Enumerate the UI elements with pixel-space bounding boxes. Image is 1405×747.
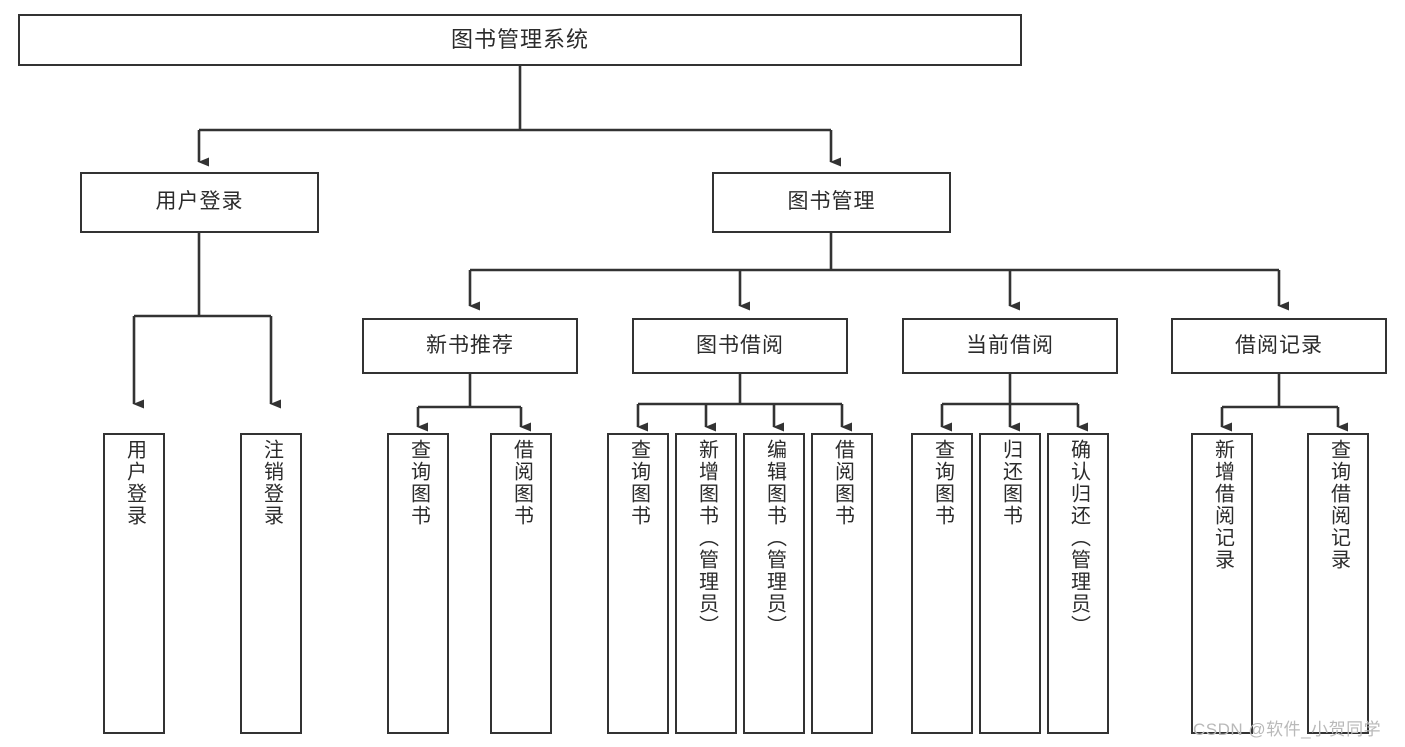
node-leaf-current-confirm-return[interactable]: 确认归还（管理员） bbox=[1047, 433, 1109, 734]
node-leaf-new-book-query[interactable]: 查询图书 bbox=[387, 433, 449, 734]
node-leaf-record-query[interactable]: 查询借阅记录 bbox=[1307, 433, 1369, 734]
node-book-borrow[interactable]: 图书借阅 bbox=[632, 318, 848, 374]
node-current-borrow-label: 当前借阅 bbox=[966, 333, 1054, 357]
node-root-system[interactable]: 图书管理系统 bbox=[18, 14, 1022, 66]
node-leaf-new-book-query-label: 查询图书 bbox=[407, 439, 430, 527]
csdn-watermark: CSDN @软件_小贺同学 bbox=[1193, 720, 1382, 739]
node-leaf-current-return-book[interactable]: 归还图书 bbox=[979, 433, 1041, 734]
node-leaf-borrow-edit-book-label: 编辑图书（管理员） bbox=[763, 439, 786, 637]
node-leaf-borrow-add-book-label: 新增图书（管理员） bbox=[695, 439, 718, 637]
node-leaf-user-login-login[interactable]: 用户登录 bbox=[103, 433, 165, 734]
node-current-borrow[interactable]: 当前借阅 bbox=[902, 318, 1118, 374]
node-new-book-recommend[interactable]: 新书推荐 bbox=[362, 318, 578, 374]
node-leaf-borrow-edit-book[interactable]: 编辑图书（管理员） bbox=[743, 433, 805, 734]
node-leaf-new-book-borrow[interactable]: 借阅图书 bbox=[490, 433, 552, 734]
node-book-borrow-label: 图书借阅 bbox=[696, 333, 784, 357]
node-leaf-record-add-label: 新增借阅记录 bbox=[1211, 439, 1234, 571]
node-borrow-record[interactable]: 借阅记录 bbox=[1171, 318, 1387, 374]
node-user-login[interactable]: 用户登录 bbox=[80, 172, 319, 233]
node-leaf-record-add[interactable]: 新增借阅记录 bbox=[1191, 433, 1253, 734]
node-root-system-label: 图书管理系统 bbox=[450, 27, 589, 53]
node-leaf-user-login-logout[interactable]: 注销登录 bbox=[240, 433, 302, 734]
node-leaf-current-confirm-return-label: 确认归还（管理员） bbox=[1067, 439, 1090, 637]
node-leaf-borrow-borrow-book-label: 借阅图书 bbox=[831, 439, 854, 527]
node-leaf-user-login-logout-label: 注销登录 bbox=[260, 439, 283, 527]
node-new-book-recommend-label: 新书推荐 bbox=[426, 333, 514, 357]
node-book-management-label: 图书管理 bbox=[787, 190, 876, 214]
node-leaf-user-login-login-label: 用户登录 bbox=[123, 439, 146, 527]
node-leaf-borrow-borrow-book[interactable]: 借阅图书 bbox=[811, 433, 873, 734]
node-book-management[interactable]: 图书管理 bbox=[712, 172, 951, 233]
node-leaf-current-query-book[interactable]: 查询图书 bbox=[911, 433, 973, 734]
node-user-login-label: 用户登录 bbox=[155, 190, 244, 214]
node-leaf-current-query-book-label: 查询图书 bbox=[931, 439, 954, 527]
node-leaf-new-book-borrow-label: 借阅图书 bbox=[510, 439, 533, 527]
node-leaf-borrow-query-book[interactable]: 查询图书 bbox=[607, 433, 669, 734]
node-leaf-borrow-add-book[interactable]: 新增图书（管理员） bbox=[675, 433, 737, 734]
node-leaf-borrow-query-book-label: 查询图书 bbox=[627, 439, 650, 527]
node-leaf-record-query-label: 查询借阅记录 bbox=[1327, 439, 1350, 571]
node-leaf-current-return-book-label: 归还图书 bbox=[999, 439, 1022, 527]
node-borrow-record-label: 借阅记录 bbox=[1235, 333, 1323, 357]
